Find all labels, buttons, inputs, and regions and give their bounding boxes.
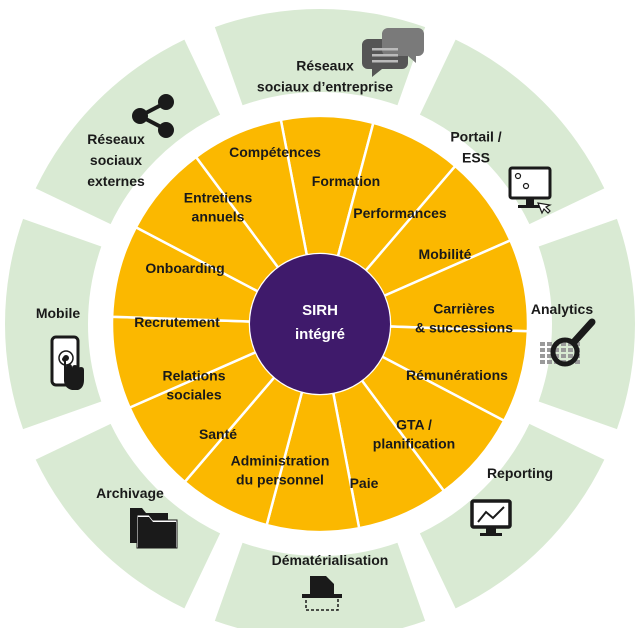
outer-segment-archivage [35, 423, 221, 609]
inner-label-entretiens-line-1: Entretiens [184, 190, 253, 206]
center-subtitle: intégré [295, 326, 345, 343]
outer-label-reseaux-externes-line-2: sociaux [90, 152, 142, 168]
outer-label-reporting-line-1: Reporting [487, 465, 553, 481]
inner-labels: CompétencesFormationPerformancesMobilité… [134, 144, 513, 491]
outer-segment-mobile [4, 218, 102, 430]
smartphone-touch-icon [50, 335, 84, 390]
inner-label-administration-line-1: Administration [231, 453, 330, 469]
inner-label-formation-line-1: Formation [312, 173, 380, 189]
chat-bubbles-icon [362, 28, 424, 77]
inner-label-competences-line-1: Compétences [229, 144, 321, 160]
folders-icon [130, 508, 178, 549]
outer-label-reseaux-entreprise-line-2: sociaux d’entreprise [257, 79, 393, 95]
inner-label-onboarding-line-1: Onboarding [145, 260, 224, 276]
inner-label-relations-sociales-line-1: Relations [162, 368, 225, 384]
inner-label-mobilite-line-1: Mobilité [419, 246, 472, 262]
outer-label-mobile-line-1: Mobile [36, 305, 81, 321]
outer-segment-reporting [419, 423, 605, 609]
outer-label-portail-ess-line-2: ESS [462, 150, 490, 166]
inner-ring [110, 114, 530, 534]
outer-label-dematerialisation-line-1: Dématérialisation [272, 552, 389, 568]
center-title: SIRH [302, 302, 338, 319]
outer-segment-reseaux-entreprise [214, 8, 426, 106]
inner-label-carrieres-line-2: & successions [415, 320, 513, 336]
share-icon [132, 94, 174, 138]
monitor-chart-icon [470, 499, 512, 536]
outer-label-analytics-line-1: Analytics [531, 301, 593, 317]
screen-click-icon [508, 166, 552, 215]
document-scan-icon [302, 576, 342, 611]
magnifier-icon [540, 318, 596, 367]
center-hub: SIRH intégré [250, 254, 390, 394]
outer-segment-reseaux-externes [35, 39, 221, 225]
inner-label-gta-line-1: GTA / [396, 417, 432, 433]
outer-label-reseaux-entreprise-line-1: Réseaux [296, 58, 354, 74]
inner-label-sante-line-1: Santé [199, 426, 237, 442]
outer-label-portail-ess-line-1: Portail / [450, 129, 501, 145]
inner-label-carrieres-line-1: Carrières [433, 301, 495, 317]
inner-label-paie-line-1: Paie [350, 475, 379, 491]
outer-label-reseaux-externes-line-3: externes [87, 173, 145, 189]
inner-label-entretiens-line-2: annuels [192, 209, 245, 225]
inner-label-recrutement-line-1: Recrutement [134, 314, 220, 330]
icons [50, 28, 596, 611]
center-circle [250, 254, 390, 394]
outer-segment-portail-ess [419, 39, 605, 225]
inner-label-performances-line-1: Performances [353, 205, 447, 221]
inner-label-administration-line-2: du personnel [236, 472, 324, 488]
inner-label-gta-line-2: planification [373, 436, 455, 452]
inner-label-relations-sociales-line-2: sociales [166, 387, 221, 403]
inner-label-remunerations-line-1: Rémunérations [406, 367, 508, 383]
outer-label-archivage-line-1: Archivage [96, 485, 164, 501]
outer-label-reseaux-externes-line-1: Réseaux [87, 131, 145, 147]
